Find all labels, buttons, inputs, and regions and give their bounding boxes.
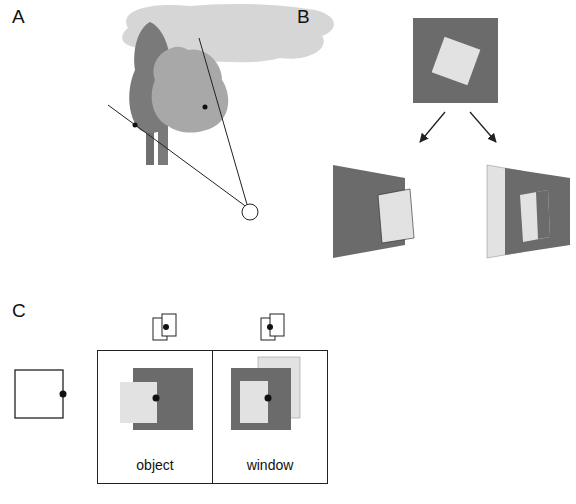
panel-cell: object: [97, 350, 213, 484]
panel: [505, 168, 570, 255]
square: [413, 18, 498, 103]
square: [378, 189, 414, 243]
dot: [267, 324, 273, 330]
arrow: [420, 112, 445, 142]
window-hole: [520, 190, 550, 242]
panel-letter: C: [12, 300, 26, 322]
dot: [153, 395, 160, 402]
panel-letter: B: [297, 6, 310, 28]
panel-cell: window: [212, 350, 328, 484]
cell-caption: window: [213, 457, 327, 473]
dot: [265, 395, 272, 402]
window-hole: [240, 381, 268, 423]
sight-line: [199, 38, 248, 208]
arrow: [470, 112, 496, 142]
eye: [242, 204, 258, 220]
cell-caption: object: [98, 457, 212, 473]
square: [15, 370, 63, 418]
dot: [133, 123, 138, 128]
dot: [163, 324, 169, 330]
tree: [152, 47, 229, 133]
square: [120, 382, 157, 423]
sight-line: [108, 105, 248, 208]
dot: [203, 105, 208, 110]
panel-letter: A: [12, 6, 25, 28]
icon: [162, 314, 176, 336]
panel: [536, 190, 550, 239]
square: [231, 368, 291, 430]
dot: [60, 391, 67, 398]
square: [432, 37, 481, 86]
